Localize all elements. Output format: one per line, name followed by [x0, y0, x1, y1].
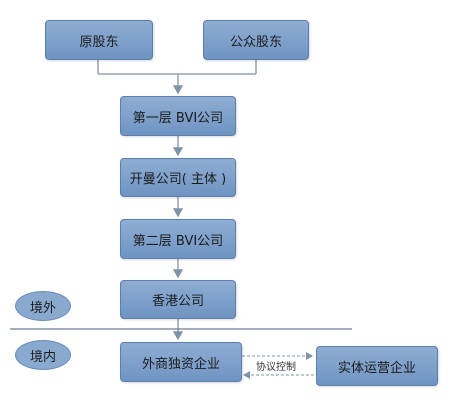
node-label: 第一层 BVI公司 — [132, 110, 224, 126]
region-onshore: 境内 — [15, 340, 71, 370]
node-hk-company: 香港公司 — [120, 280, 236, 319]
node-public-shareholders: 公众股东 — [203, 20, 309, 60]
node-label: 外商独资企业 — [141, 356, 220, 372]
node-label: 第二层 BVI公司 — [132, 233, 224, 249]
node-bvi-layer-1: 第一层 BVI公司 — [120, 96, 236, 136]
node-label: 原股东 — [79, 34, 119, 50]
node-label: 香港公司 — [151, 294, 204, 309]
node-operating-entity: 实体运营企业 — [316, 346, 438, 386]
node-wfoe: 外商独资企业 — [120, 342, 242, 382]
region-label: 境内 — [29, 349, 56, 365]
node-original-shareholders: 原股东 — [45, 20, 153, 60]
node-cayman-company: 开曼公司( 主体 ) — [120, 158, 236, 197]
node-label: 实体运营企业 — [337, 360, 416, 376]
region-label: 境外 — [29, 300, 56, 316]
edge-label-text: 协议控制 — [256, 362, 296, 373]
node-label: 开曼公司( 主体 ) — [129, 172, 227, 187]
region-offshore: 境外 — [15, 291, 71, 321]
node-label: 公众股东 — [229, 34, 282, 50]
agreement-control-label: 协议控制 — [254, 358, 298, 373]
node-bvi-layer-2: 第二层 BVI公司 — [120, 219, 236, 259]
